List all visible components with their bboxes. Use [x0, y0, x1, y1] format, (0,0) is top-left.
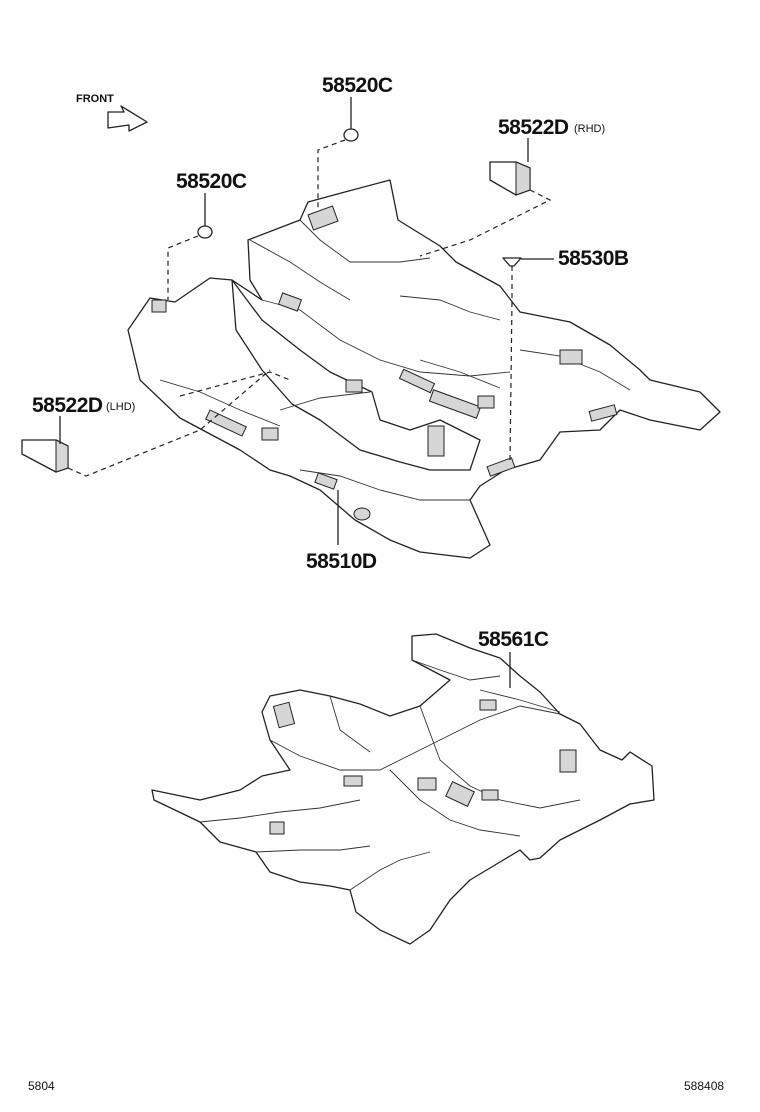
callout-rhd-note: (RHD)	[574, 123, 605, 135]
callout-58522D-lhd: 58522D	[32, 394, 103, 417]
callout-58561C: 58561C	[478, 628, 549, 651]
callout-58520C-top: 58520C	[322, 74, 393, 97]
callout-58530B: 58530B	[558, 247, 629, 270]
bracket-58522D-rhd	[419, 138, 552, 257]
front-arrow-icon	[107, 105, 148, 132]
front-label: FRONT	[76, 93, 114, 105]
clip-58520C-top	[317, 97, 359, 210]
callout-58522D-rhd: 58522D	[498, 116, 569, 139]
callout-lhd-note: (LHD)	[106, 401, 135, 413]
clip-58520C-left	[167, 193, 213, 300]
footer-left-code: 5804	[28, 1079, 55, 1093]
callout-58520C-left: 58520C	[176, 170, 247, 193]
footer-right-code: 588408	[684, 1079, 724, 1093]
callout-58510D: 58510D	[306, 550, 377, 573]
front-floor-carpet	[127, 179, 721, 559]
rear-floor-carpet	[151, 633, 655, 945]
pin-58530B	[502, 257, 554, 461]
front-indicator: FRONT	[76, 93, 148, 132]
bracket-58522D-lhd	[21, 369, 271, 477]
